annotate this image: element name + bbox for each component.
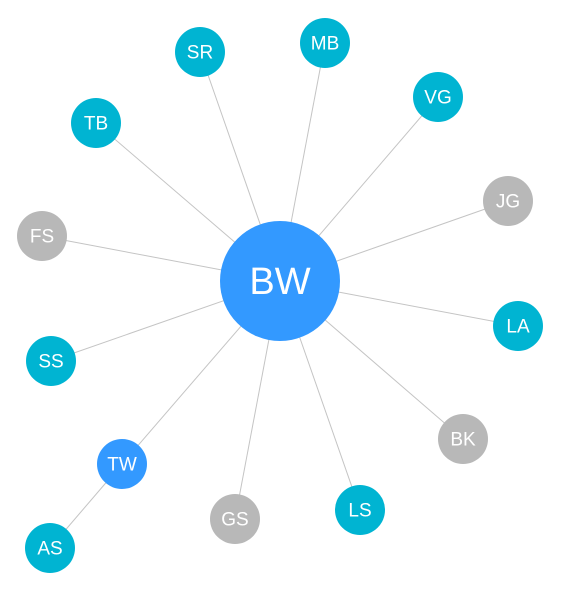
node-gs[interactable]: GS — [210, 494, 260, 544]
node-as[interactable]: AS — [25, 523, 75, 573]
node-label-ls: LS — [348, 501, 371, 522]
node-bk[interactable]: BK — [438, 414, 488, 464]
node-label-la: LA — [506, 317, 530, 338]
node-ss[interactable]: SS — [26, 336, 76, 386]
node-circle-fs — [17, 211, 67, 261]
node-circle-as — [25, 523, 75, 573]
node-label-ss: SS — [38, 352, 63, 373]
node-label-sr: SR — [187, 43, 213, 64]
node-circle-vg — [413, 72, 463, 122]
node-circle-mb — [300, 18, 350, 68]
node-label-mb: MB — [311, 34, 340, 55]
node-circle-tw — [97, 439, 147, 489]
node-label-bw: BW — [249, 261, 310, 303]
node-sr[interactable]: SR — [175, 27, 225, 77]
node-tw[interactable]: TW — [97, 439, 147, 489]
node-circle-gs — [210, 494, 260, 544]
node-circle-ls — [335, 485, 385, 535]
node-label-bk: BK — [450, 430, 476, 451]
nodes-layer: BW SR MB VG TB JG FS LA SS BK TW GS LS AS — [17, 18, 543, 573]
node-la[interactable]: LA — [493, 301, 543, 351]
node-tb[interactable]: TB — [71, 98, 121, 148]
node-mb[interactable]: MB — [300, 18, 350, 68]
node-circle-sr — [175, 27, 225, 77]
node-circle-bk — [438, 414, 488, 464]
node-circle-tb — [71, 98, 121, 148]
node-label-tb: TB — [84, 114, 108, 135]
node-circle-jg — [483, 176, 533, 226]
node-label-fs: FS — [30, 227, 54, 248]
node-circle-ss — [26, 336, 76, 386]
node-label-gs: GS — [221, 510, 248, 531]
node-bw[interactable]: BW — [220, 221, 340, 341]
node-label-as: AS — [37, 539, 62, 560]
node-jg[interactable]: JG — [483, 176, 533, 226]
node-ls[interactable]: LS — [335, 485, 385, 535]
node-circle-bw — [220, 221, 340, 341]
node-vg[interactable]: VG — [413, 72, 463, 122]
node-fs[interactable]: FS — [17, 211, 67, 261]
node-label-vg: VG — [424, 88, 451, 109]
node-label-jg: JG — [496, 192, 520, 213]
node-label-tw: TW — [107, 455, 137, 476]
node-circle-la — [493, 301, 543, 351]
